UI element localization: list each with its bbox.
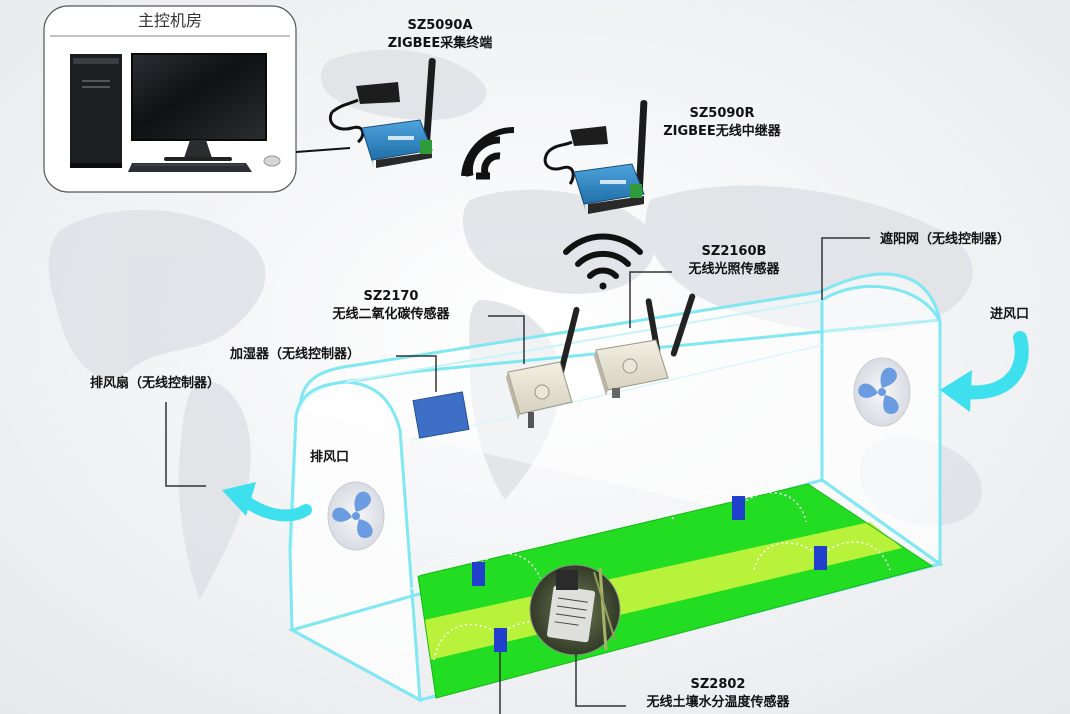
- light-sensor-model: SZ2160B: [701, 244, 767, 259]
- leader-light-sensor: [629, 271, 672, 328]
- wifi-icon-2: [563, 233, 643, 290]
- collector-model: SZ5090A: [407, 18, 473, 33]
- sprinklers: [472, 496, 827, 652]
- co2-sensor-icon: [506, 306, 580, 428]
- soil-sensor-label: SZ2802 无线土壤水分温度传感器: [646, 676, 789, 712]
- repeater-label: SZ5090R ZIGBEE无线中继器: [663, 105, 781, 141]
- exhaust-fan-icon: [327, 481, 385, 551]
- co2-sensor-label: SZ2170 无线二氧化碳传感器: [332, 288, 449, 324]
- inlet-vent-label: 进风口: [990, 307, 1030, 322]
- co2-sensor-model: SZ2170: [363, 289, 419, 304]
- leader-soil-sensor: [575, 654, 626, 707]
- soil-sensor-model: SZ2802: [690, 677, 746, 692]
- exhaust-fan-label: 排风扇（无线控制器）: [90, 376, 221, 391]
- repeater-model: SZ5090R: [689, 106, 755, 121]
- control-room-panel: [43, 5, 297, 193]
- outlet-wind-arrow: [222, 482, 312, 522]
- shade-net-label: 遮阳网（无线控制器）: [880, 232, 1011, 247]
- wifi-icon-1: [461, 126, 515, 180]
- keyboard-icon: [128, 163, 252, 172]
- inlet-wind-arrow: [940, 331, 1029, 412]
- sprinkler-head: [814, 546, 827, 570]
- humidifier-label: 加湿器（无线控制器）: [230, 347, 361, 362]
- sprinkler-head: [472, 562, 485, 586]
- outlet-vent-label: 排风口: [310, 450, 350, 465]
- sprinkler-head: [494, 628, 507, 652]
- collector-device-icon: [329, 58, 436, 168]
- mouse-icon: [263, 155, 281, 167]
- soil-sensor-photo: [529, 564, 621, 656]
- leader-co2-sensor: [488, 315, 525, 364]
- connection-cable: [295, 147, 351, 153]
- light-sensor-label: SZ2160B 无线光照传感器: [688, 243, 779, 279]
- soil-sensor-name: 无线土壤水分温度传感器: [646, 695, 790, 710]
- leader-shade-net: [821, 237, 870, 300]
- collector-label: SZ5090A ZIGBEE采集终端: [388, 17, 493, 53]
- repeater-name: ZIGBEE无线中继器: [663, 124, 781, 139]
- light-sensor-name: 无线光照传感器: [688, 262, 780, 277]
- monitor-icon: [131, 53, 267, 161]
- control-room-title: 主控机房: [137, 11, 202, 30]
- sprinkler-head: [732, 496, 745, 520]
- leader-humidifier: [396, 355, 437, 392]
- humidifier-box: [412, 391, 470, 439]
- co2-sensor-name: 无线二氧化碳传感器: [332, 307, 450, 322]
- leader-exhaust-fan: [165, 402, 206, 487]
- inlet-fan-icon: [853, 357, 911, 427]
- collector-name: ZIGBEE采集终端: [387, 36, 493, 51]
- sprinkler-spray: [411, 491, 891, 661]
- desktop-tower-icon: [70, 54, 122, 168]
- repeater-device-icon: [543, 100, 648, 214]
- leader-lines: [165, 237, 870, 714]
- light-sensor-icon: [594, 293, 696, 398]
